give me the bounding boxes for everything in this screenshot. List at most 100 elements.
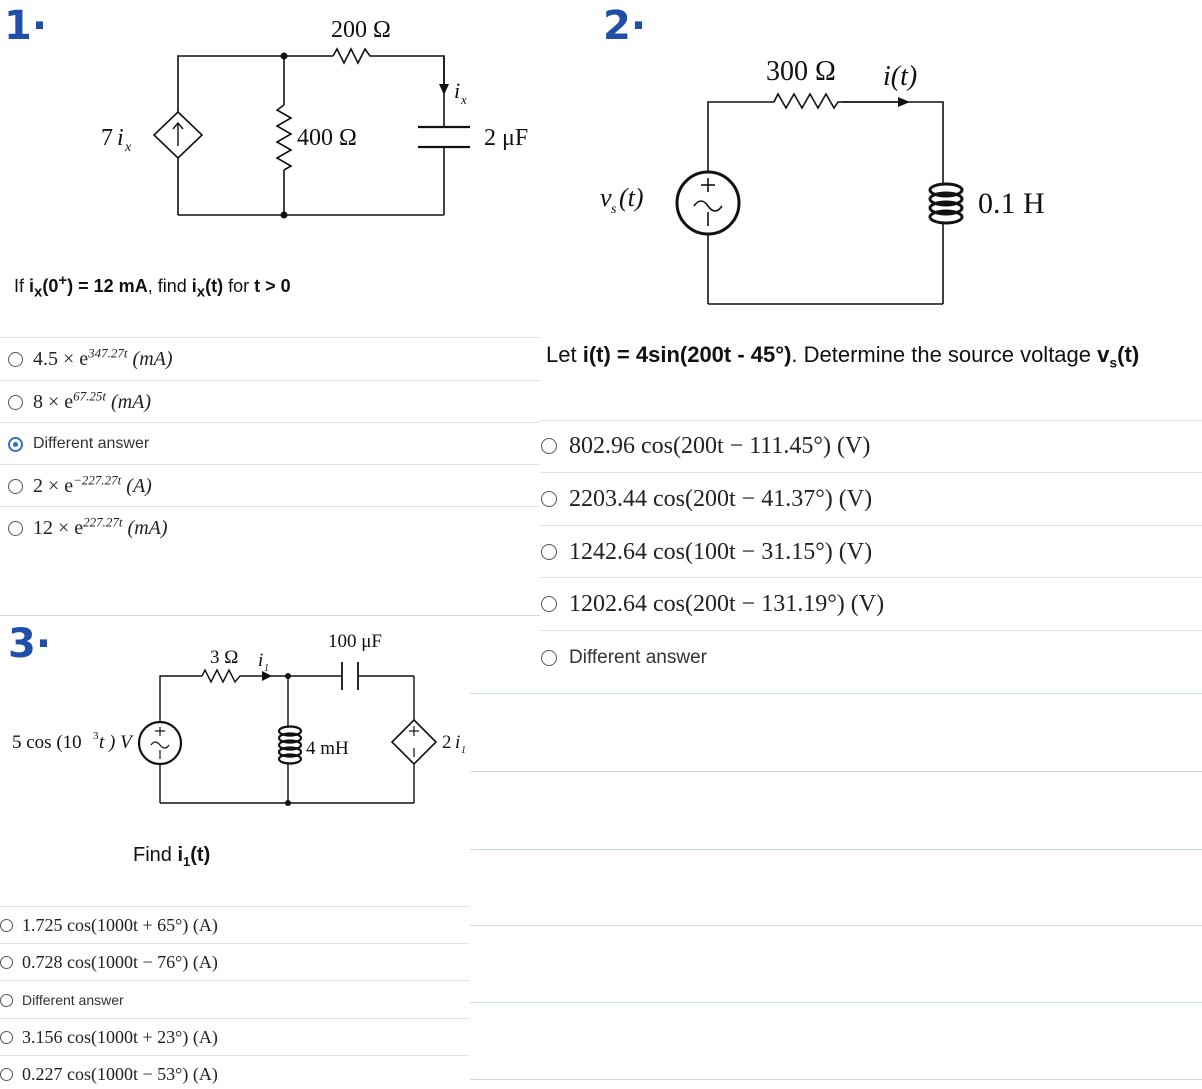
source-arg: (t) — [619, 183, 644, 212]
current-arrow-icon — [842, 97, 910, 107]
q1-prompt: If ix(0+) = 12 mA, find ix(t) for t > 0 — [14, 272, 291, 301]
current-sub: x — [460, 92, 467, 107]
q1-option-2[interactable]: 8 × e67.25t (mA) — [8, 389, 151, 415]
divider — [0, 1018, 470, 1019]
dependent-current-source-icon — [152, 110, 204, 160]
capacitor-2uf — [418, 125, 470, 149]
divider — [0, 380, 540, 381]
radio-button[interactable] — [541, 596, 557, 612]
divider — [0, 906, 470, 907]
divider — [470, 771, 1202, 772]
radio-button[interactable] — [8, 520, 23, 536]
radio-button[interactable] — [541, 438, 557, 454]
cap-label: 2 μF — [484, 125, 528, 151]
radio-button[interactable] — [541, 650, 557, 666]
radio-button[interactable] — [0, 918, 13, 932]
divider — [0, 943, 470, 944]
divider — [470, 849, 1202, 850]
divider — [0, 422, 540, 423]
node-dot — [285, 800, 291, 806]
source-exp: 3 — [93, 730, 99, 742]
current-sub: 1 — [264, 663, 269, 674]
current-label: i(t) — [883, 61, 917, 92]
radio-button[interactable] — [541, 491, 557, 507]
q3-option-4[interactable]: 3.156 cos(1000t + 23°) (A) — [0, 1025, 218, 1049]
divider — [540, 420, 1202, 421]
radio-button[interactable] — [0, 955, 13, 969]
node-dot — [280, 211, 288, 219]
ac-voltage-source-icon — [675, 170, 741, 236]
q3-option-5[interactable]: 0.227 cos(1000t − 53°) (A) — [0, 1062, 218, 1086]
q3-option-2[interactable]: 0.728 cos(1000t − 76°) (A) — [0, 950, 218, 974]
divider — [0, 337, 540, 338]
divider — [470, 1079, 1202, 1080]
radio-button[interactable] — [541, 544, 557, 560]
question-3-number: 3· — [8, 621, 52, 667]
r1-label: 200 Ω — [331, 17, 391, 43]
r-label: 300 Ω — [766, 56, 836, 87]
dep-gain: 2 — [442, 732, 452, 753]
divider — [0, 464, 540, 465]
source-label: 5 cos (10 — [12, 732, 82, 753]
source-label: v — [600, 183, 612, 212]
inductor-label: 0.1 H — [978, 187, 1045, 220]
q1-option-3-selected[interactable]: Different answer — [8, 432, 149, 456]
current-arrow-icon — [439, 56, 449, 95]
divider — [470, 1002, 1202, 1003]
divider — [540, 577, 1202, 578]
node-dot — [285, 673, 291, 679]
divider — [0, 1055, 470, 1056]
question-2-number: 2· — [603, 3, 647, 49]
divider — [540, 472, 1202, 473]
capacitor-100uf — [341, 662, 359, 690]
r2-label: 400 Ω — [297, 125, 357, 151]
dep-sub: 1 — [461, 745, 466, 756]
q2-circuit-diagram: 300 Ω i(t) v s (t) 0.1 H — [600, 56, 1045, 305]
node-dot — [280, 52, 288, 60]
source-gain-label: 7 — [101, 125, 113, 151]
resistor-400-ohm — [275, 104, 293, 171]
dependent-voltage-source-icon — [390, 718, 438, 766]
q2-option-3[interactable]: 1242.64 cos(100t − 31.15°) (V) — [541, 537, 872, 567]
q2-option-4[interactable]: 1202.64 cos(200t − 131.19°) (V) — [541, 589, 884, 619]
ac-voltage-source-icon — [137, 720, 183, 766]
divider — [0, 506, 540, 507]
current-arrow-icon — [262, 671, 272, 681]
source-gain-sub: x — [124, 140, 132, 155]
radio-button[interactable] — [8, 478, 23, 494]
current-label: i — [454, 78, 460, 103]
r-label: 3 Ω — [210, 647, 238, 668]
divider — [470, 693, 1202, 694]
divider — [0, 615, 540, 616]
divider — [0, 980, 470, 981]
current-label: i — [258, 650, 263, 671]
q3-prompt: Find i1(t) — [133, 844, 211, 869]
source-tail: t ) V — [99, 732, 134, 753]
q1-option-5[interactable]: 12 × e227.27t (mA) — [8, 515, 168, 541]
radio-button[interactable] — [8, 351, 23, 367]
radio-button[interactable] — [0, 1067, 13, 1081]
q1-option-1[interactable]: 4.5 × e347.27t (mA) — [8, 346, 173, 372]
resistor-3-ohm — [201, 668, 244, 684]
radio-button[interactable] — [0, 993, 13, 1007]
divider — [540, 630, 1202, 631]
q2-option-1[interactable]: 802.96 cos(200t − 111.45°) (V) — [541, 431, 870, 461]
inductor-coil-icon — [928, 182, 964, 225]
source-gain-i: i — [117, 125, 124, 151]
inductor-coil-icon — [277, 725, 303, 765]
q2-prompt: Let i(t) = 4sin(200t - 45°). Determine t… — [546, 342, 1140, 371]
q1-circuit-diagram: 200 Ω 400 Ω 2 μF 7 i x i x — [101, 17, 528, 219]
q3-circuit-diagram: 3 Ω i 1 100 μF 4 mH 5 cos (10 3 t ) V 2 … — [12, 631, 466, 806]
q2-option-5[interactable]: Different answer — [541, 645, 707, 671]
question-1-number: 1· — [4, 3, 48, 49]
radio-button-selected[interactable] — [8, 436, 23, 452]
divider — [540, 525, 1202, 526]
q2-option-2[interactable]: 2203.44 cos(200t − 41.37°) (V) — [541, 484, 872, 514]
resistor-200-ohm — [332, 47, 374, 65]
radio-button[interactable] — [0, 1030, 13, 1044]
q1-option-4[interactable]: 2 × e−227.27t (A) — [8, 473, 152, 499]
q3-option-1[interactable]: 1.725 cos(1000t + 65°) (A) — [0, 913, 218, 937]
q3-option-3[interactable]: Different answer — [0, 989, 124, 1011]
divider — [470, 925, 1202, 926]
radio-button[interactable] — [8, 394, 23, 410]
